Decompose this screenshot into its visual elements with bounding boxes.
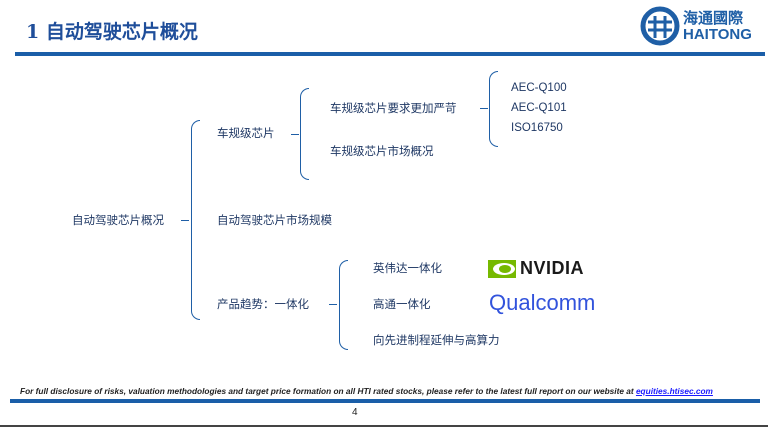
- qualcomm-logo: Qualcomm: [489, 290, 596, 315]
- website-link[interactable]: equities.htisec.com: [635, 386, 713, 396]
- trend-advanced-process: 向先进制程延伸与高算力: [373, 333, 500, 347]
- page-number: 4: [352, 407, 358, 418]
- logo-en: HAITONG: [683, 26, 752, 43]
- nvidia-eye-icon: [488, 259, 516, 278]
- connector: [181, 220, 189, 221]
- node-requirements: 车规级芯片要求更加严苛: [330, 101, 457, 115]
- trend-qualcomm: 高通一体化: [373, 297, 431, 311]
- root-node: 自动驾驶芯片概况: [72, 213, 164, 227]
- connector: [291, 134, 299, 135]
- standard-aec-q101: AEC-Q101: [511, 102, 567, 114]
- disclaimer-text: For full disclosure of risks, valuation …: [20, 386, 636, 396]
- footer-divider: [10, 399, 760, 403]
- logo-cn: 海通國際: [683, 9, 744, 27]
- connector: [329, 304, 337, 305]
- header-divider: [15, 52, 765, 56]
- nvidia-wordmark: NVIDIA: [520, 258, 585, 278]
- trend-nvidia: 英伟达一体化: [373, 261, 442, 275]
- bracket-auto-grade: [300, 88, 309, 180]
- nvidia-logo: NVIDIA: [488, 258, 584, 279]
- bottom-border: [0, 425, 768, 427]
- page-title: 1 自动驾驶芯片概况: [26, 21, 198, 43]
- bracket-main: [191, 120, 200, 320]
- standard-iso16750: ISO16750: [511, 122, 563, 134]
- haitong-logo: 海通國際 HAITONG: [640, 6, 760, 46]
- haitong-emblem-icon: [640, 6, 680, 46]
- branch-trend: 产品趋势：一体化: [217, 297, 309, 311]
- standard-aec-q100: AEC-Q100: [511, 82, 567, 94]
- node-market-overview: 车规级芯片市场概况: [330, 144, 434, 158]
- connector: [480, 108, 488, 109]
- bracket-trends: [339, 260, 348, 350]
- branch-market-size: 自动驾驶芯片市场规模: [217, 213, 332, 227]
- bracket-standards: [489, 71, 498, 147]
- branch-auto-grade: 车规级芯片: [217, 126, 275, 140]
- disclaimer: For full disclosure of risks, valuation …: [20, 386, 713, 396]
